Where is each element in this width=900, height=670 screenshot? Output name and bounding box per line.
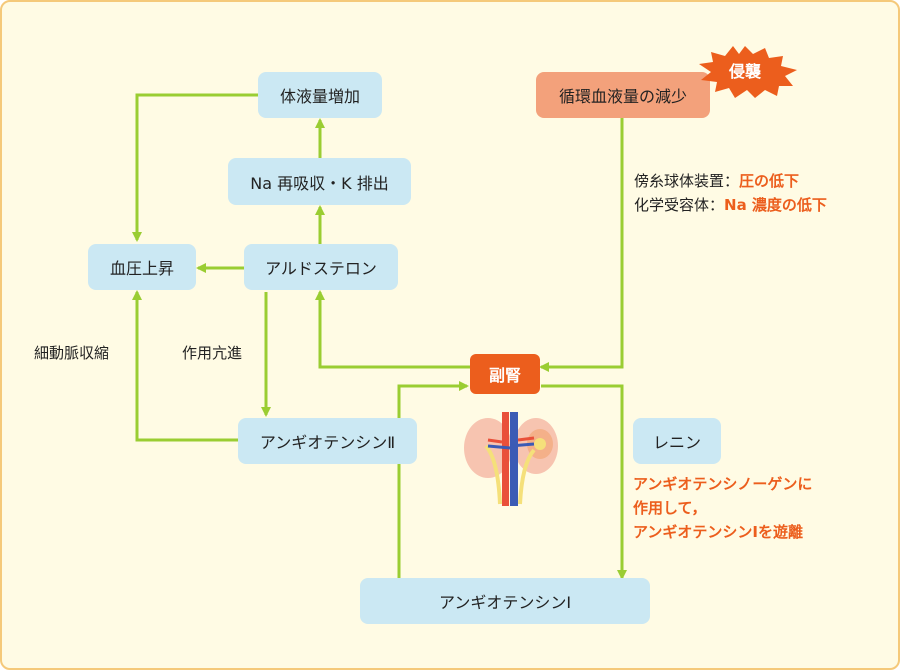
arrow-volume-to-adrenal bbox=[539, 118, 624, 372]
label-chemo-prefix: 化学受容体： bbox=[634, 196, 725, 214]
label-jga: 傍糸球体装置：圧の低下 bbox=[634, 170, 799, 191]
node-adrenal: 副腎 bbox=[470, 354, 540, 394]
label-action-enhance: 作用亢進 bbox=[182, 344, 243, 362]
label-renin-line3: アンギオテンシンⅠを遊離 bbox=[633, 523, 803, 541]
starburst-icon bbox=[699, 46, 797, 98]
label-jga-prefix: 傍糸球体装置： bbox=[634, 172, 740, 190]
node-renin: レニン bbox=[633, 418, 721, 464]
kidney-illustration bbox=[464, 412, 558, 506]
node-angiotensin2: アンギオテンシンⅡ bbox=[238, 418, 417, 464]
arrow-adrenal-to-aldo bbox=[315, 290, 470, 369]
label-jga-highlight: 圧の低下 bbox=[739, 172, 800, 190]
label-chemo-highlight: Na 濃度の低下 bbox=[724, 196, 827, 214]
node-na-reabsorption: Na 再吸収・K 排出 bbox=[228, 158, 411, 205]
node-circulating-volume-decrease: 循環血液量の減少 bbox=[536, 72, 710, 118]
label-renin-line1: アンギオテンシノーゲンに bbox=[633, 475, 813, 493]
label-chemoreceptor: 化学受容体：Na 濃度の低下 bbox=[634, 194, 827, 215]
node-aldosterone: アルドステロン bbox=[244, 244, 398, 290]
node-angiotensin1: アンギオテンシンⅠ bbox=[360, 578, 650, 624]
arrow-adrenal-to-ang1 bbox=[541, 384, 627, 580]
label-renin-line2: 作用して， bbox=[633, 499, 707, 517]
arrow-ang2-to-bp bbox=[132, 290, 238, 442]
node-bp-rise: 血圧上昇 bbox=[88, 244, 196, 290]
invasion-label: 侵襲 bbox=[728, 62, 761, 81]
arrow-ang1-to-adrenal bbox=[397, 381, 469, 578]
arrow-fluid-to-bp bbox=[132, 93, 258, 242]
label-arteriole-constriction: 細動脈収縮 bbox=[34, 344, 110, 362]
node-body-fluid-increase: 体液量増加 bbox=[258, 72, 382, 118]
